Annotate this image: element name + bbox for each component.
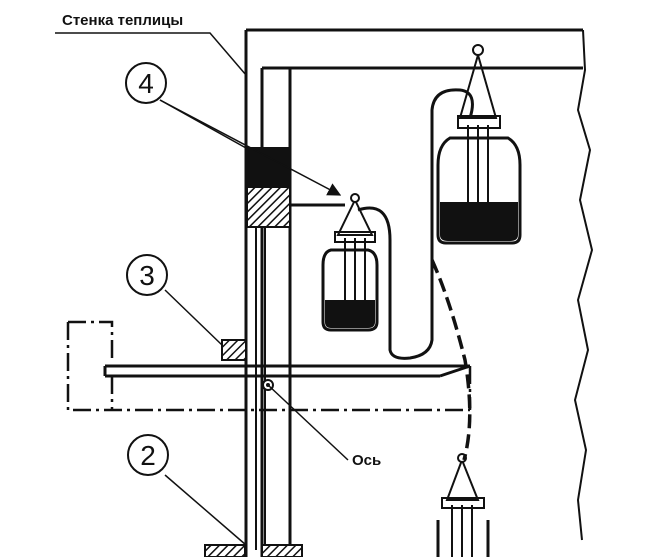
greenhouse-wall xyxy=(244,28,594,557)
callout-4-text: 4 xyxy=(138,68,154,99)
hanging-bottle xyxy=(436,453,490,557)
leader-lines xyxy=(55,32,349,546)
large-bottle xyxy=(436,44,522,245)
tubes xyxy=(290,88,474,461)
callout-3-text: 3 xyxy=(139,260,155,291)
callout-3: 3 xyxy=(126,254,168,296)
item-4-blocks xyxy=(246,147,291,228)
item-3-block xyxy=(221,339,247,361)
wall-label: Стенка теплицы xyxy=(62,12,183,29)
axis-label: Ось xyxy=(352,452,381,469)
horizontal-lever xyxy=(66,320,472,412)
small-bottle xyxy=(321,193,379,332)
callout-2-text: 2 xyxy=(140,440,156,471)
item-2-base xyxy=(204,544,303,557)
callout-4: 4 xyxy=(125,62,167,104)
callout-2: 2 xyxy=(127,434,169,476)
